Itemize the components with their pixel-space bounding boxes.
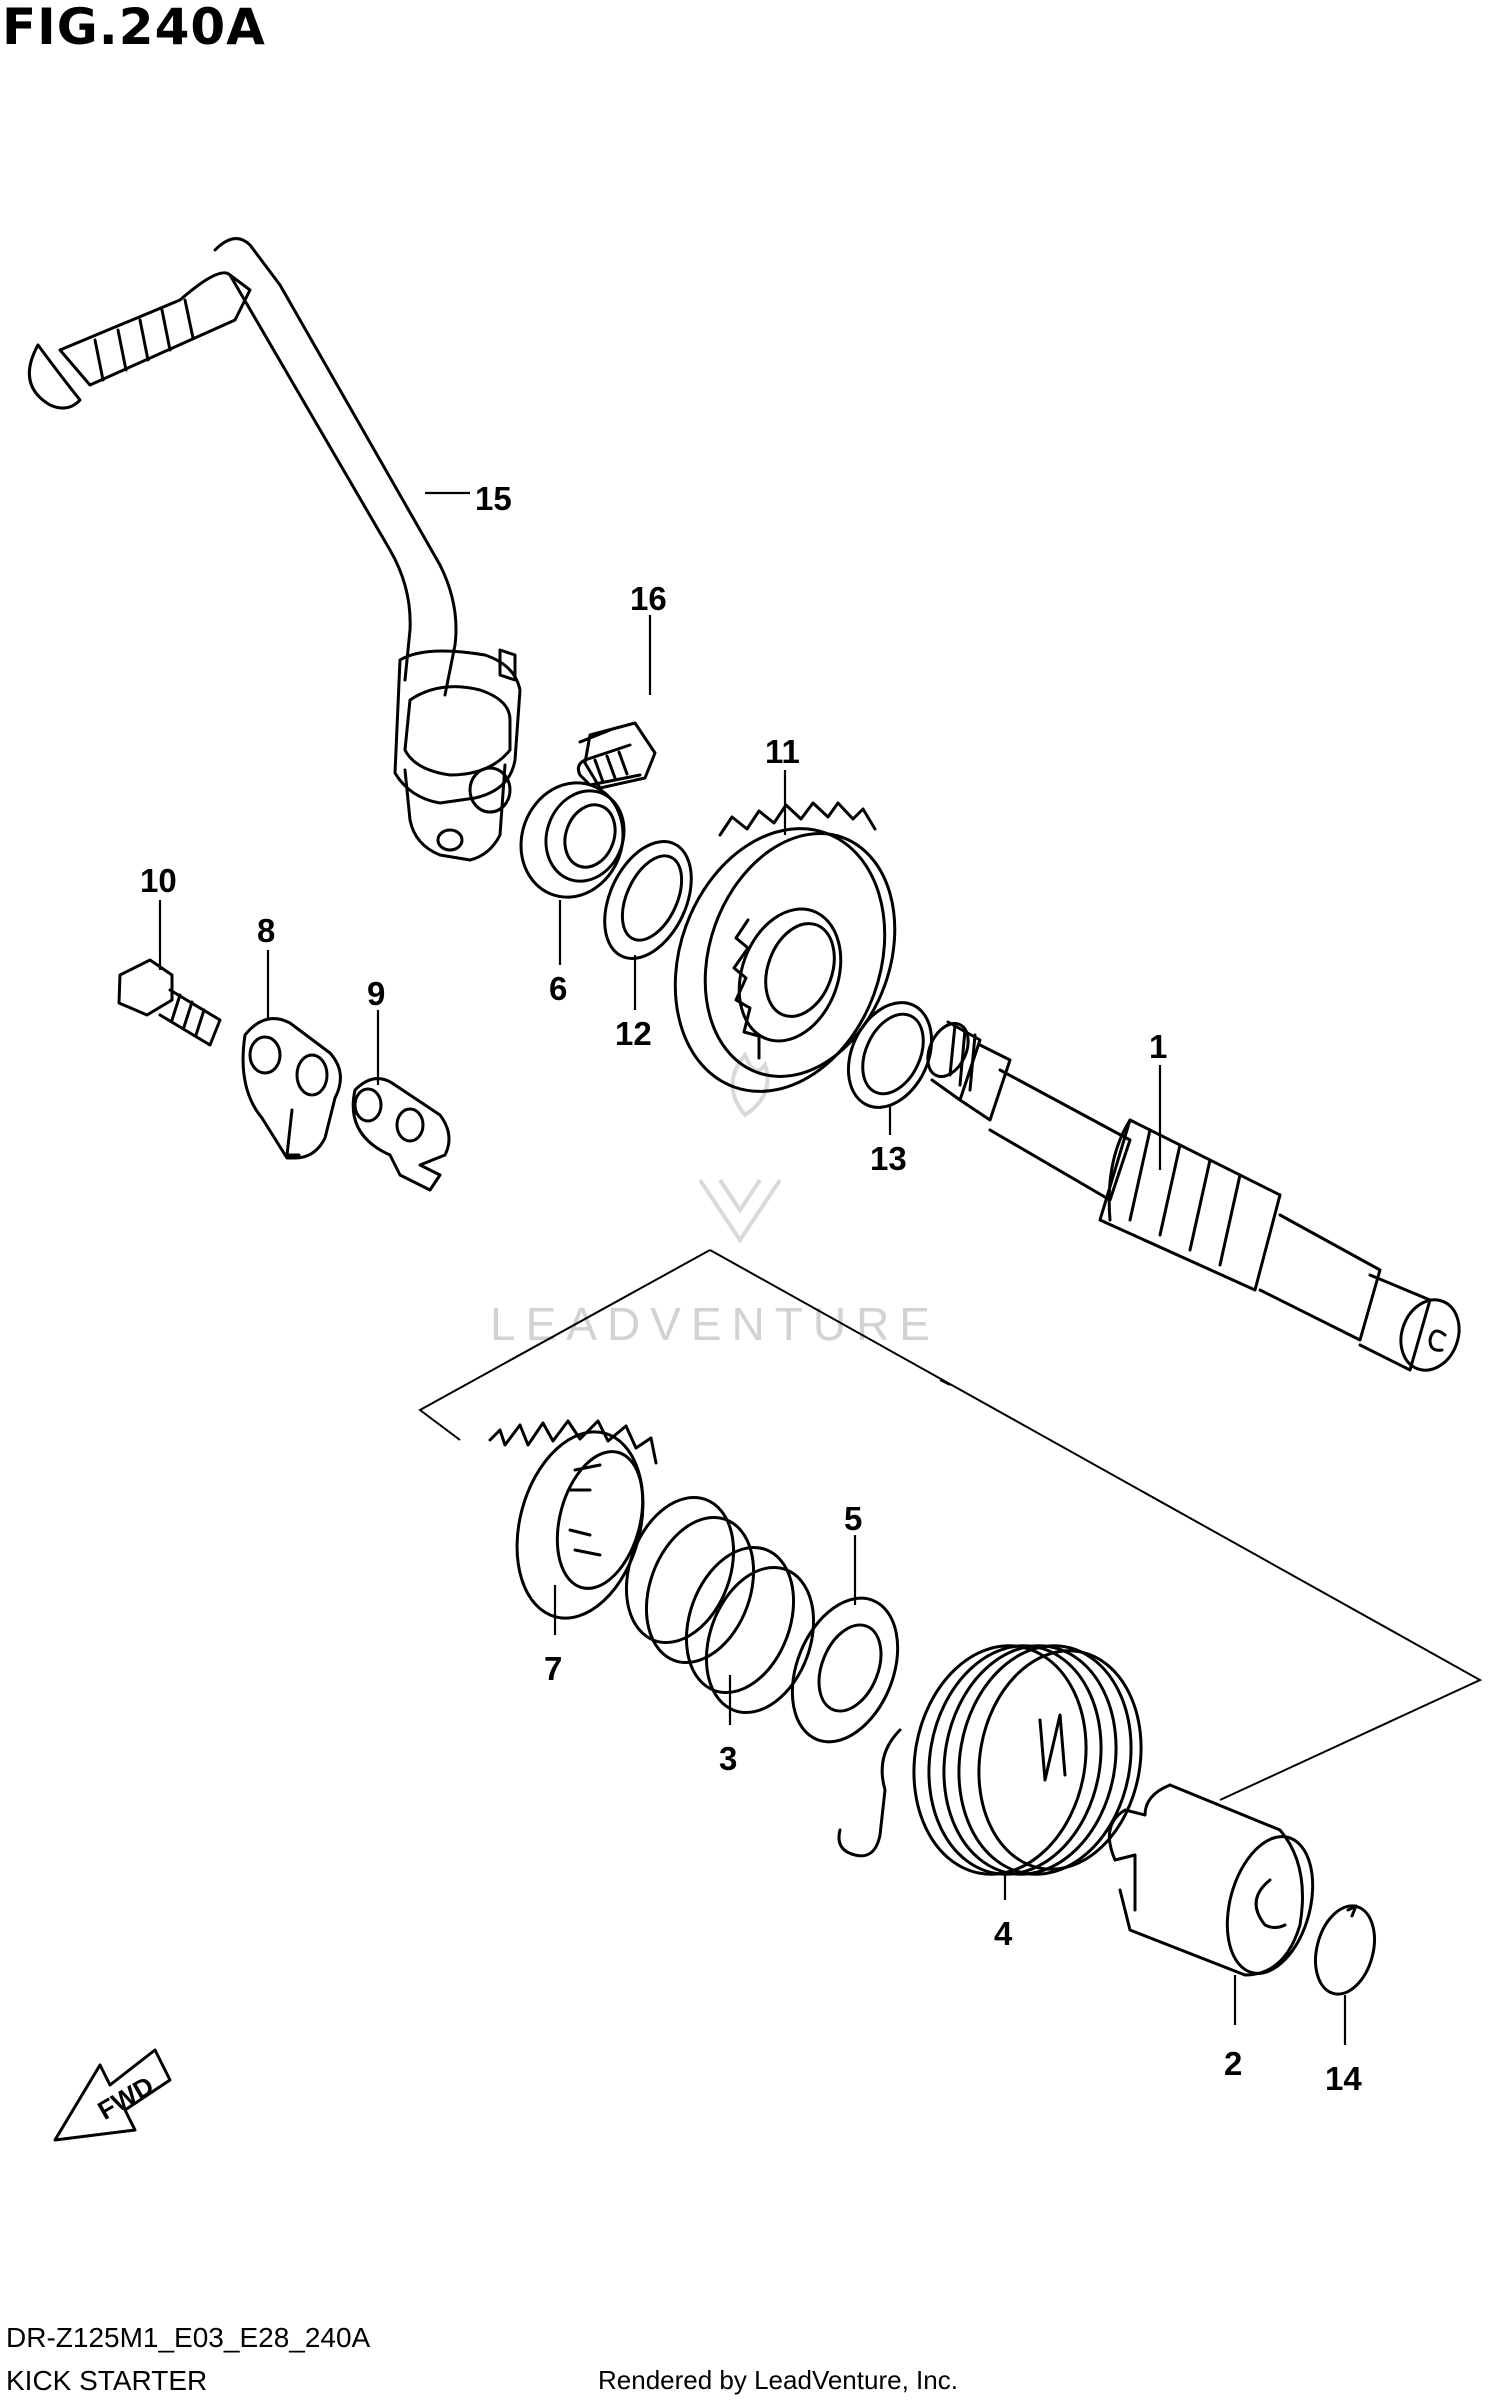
callout-10: 10	[140, 862, 177, 899]
callout-14: 14	[1325, 2060, 1362, 2097]
callout-3: 3	[719, 1740, 737, 1777]
kick-starter-gear[interactable]	[640, 799, 927, 1121]
spring-guide[interactable]	[1107, 1783, 1326, 1983]
figure-title: FIG.240A	[2, 0, 266, 56]
lever-bolt[interactable]	[570, 721, 657, 790]
callout-5: 5	[844, 1500, 862, 1537]
kick-drive-gear[interactable]	[488, 1418, 663, 1633]
leadventure-watermark: LEADVENTURE	[490, 1051, 940, 1350]
gear-spring[interactable]	[607, 1482, 832, 1727]
callout-1: 1	[1149, 1028, 1167, 1065]
callout-15: 15	[475, 480, 512, 517]
callout-6: 6	[549, 970, 567, 1007]
circlip[interactable]	[1306, 1899, 1383, 2000]
callout-7: 7	[544, 1650, 562, 1687]
stopper-bolt[interactable]	[117, 958, 222, 1047]
callout-12: 12	[615, 1015, 652, 1052]
section-name: KICK STARTER	[6, 2365, 208, 2396]
washer-13[interactable]	[832, 989, 947, 1121]
subassembly-outline	[418, 1249, 1483, 1801]
leader-lines	[158, 491, 1347, 2045]
washer-5[interactable]	[772, 1582, 917, 1757]
callout-13: 13	[870, 1140, 907, 1177]
oil-seal[interactable]	[505, 768, 639, 911]
callout-4: 4	[994, 1915, 1013, 1952]
kick-starter-lever[interactable]	[28, 237, 522, 862]
callout-2: 2	[1224, 2045, 1242, 2082]
fwd-label: FWD	[93, 2070, 159, 2126]
render-credit: Rendered by LeadVenture, Inc.	[598, 2365, 958, 2395]
callout-8: 8	[257, 912, 275, 949]
forward-direction-indicator: FWD	[53, 2048, 172, 2142]
callout-11: 11	[765, 733, 800, 770]
return-spring[interactable]	[837, 1632, 1158, 1888]
washer-12[interactable]	[587, 828, 708, 973]
kick-starter-shaft[interactable]	[920, 1017, 1469, 1378]
callout-9: 9	[367, 975, 385, 1012]
subassembly-dash	[939, 1379, 951, 1386]
model-code: DR-Z125M1_E03_E28_240A	[6, 2322, 371, 2353]
callout-16: 16	[630, 580, 667, 617]
callout-labels: 1 2 3 4 5 6 7 8 9 10 11 12 13 14 15 16	[140, 480, 1362, 2097]
stopper-plate[interactable]	[241, 1017, 342, 1160]
stopper-guide[interactable]	[351, 1077, 451, 1192]
watermark-text: LEADVENTURE	[490, 1298, 940, 1350]
